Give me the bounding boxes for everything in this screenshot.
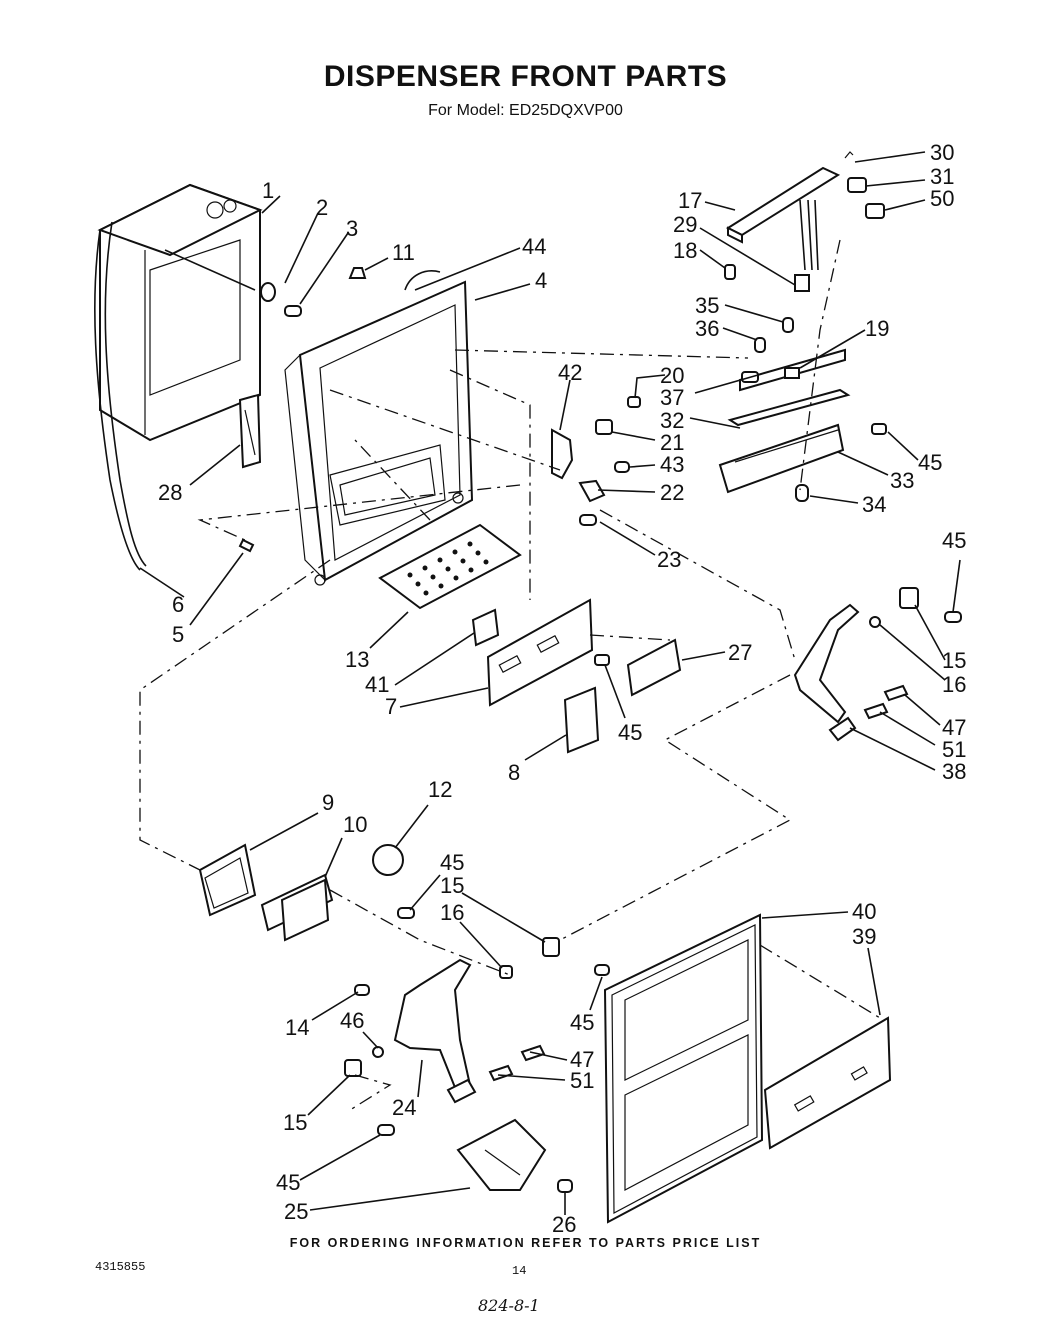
part-11-cap bbox=[348, 267, 367, 279]
callout-36: 36 bbox=[695, 316, 719, 341]
callout-9: 9 bbox=[322, 790, 334, 815]
callout-46: 46 bbox=[340, 1008, 364, 1033]
callout-41: 41 bbox=[365, 672, 389, 697]
callout-26: 26 bbox=[552, 1212, 576, 1237]
lower-left-assembly bbox=[198, 843, 415, 942]
callout-47b: 47 bbox=[570, 1047, 594, 1072]
callout-3: 3 bbox=[346, 216, 358, 241]
callout-23: 23 bbox=[657, 547, 681, 572]
callout-1: 1 bbox=[262, 178, 274, 203]
callout-11: 11 bbox=[392, 240, 415, 265]
callout-25: 25 bbox=[284, 1199, 308, 1224]
callout-24: 24 bbox=[392, 1095, 416, 1120]
callout-45: 45 bbox=[918, 450, 942, 475]
callout-14: 14 bbox=[285, 1015, 309, 1040]
callout-16: 16 bbox=[942, 672, 966, 697]
leader-lines bbox=[139, 151, 961, 1215]
callout-15: 15 bbox=[942, 648, 966, 673]
callout-18: 18 bbox=[673, 238, 697, 263]
screw-5 bbox=[238, 538, 255, 553]
ordering-note: FOR ORDERING INFORMATION REFER TO PARTS … bbox=[289, 1236, 762, 1250]
part-2-ring bbox=[260, 282, 276, 302]
callout-15b: 15 bbox=[440, 873, 464, 898]
control-panel bbox=[471, 598, 682, 754]
callout-32: 32 bbox=[660, 408, 684, 433]
callout-47: 47 bbox=[942, 715, 966, 740]
callout-51: 51 bbox=[942, 737, 966, 762]
callout-50: 50 bbox=[930, 186, 954, 211]
callout-38: 38 bbox=[942, 759, 966, 784]
callout-45d: 45 bbox=[440, 850, 464, 875]
top-right-assembly bbox=[718, 151, 887, 502]
callout-31: 31 bbox=[930, 164, 954, 189]
drip-tray bbox=[378, 523, 522, 610]
document-code: 4315855 bbox=[95, 1260, 146, 1274]
right-lever-assembly bbox=[793, 587, 962, 742]
callout-15c: 15 bbox=[283, 1110, 307, 1135]
callout-39: 39 bbox=[852, 924, 876, 949]
callout-2: 2 bbox=[316, 195, 328, 220]
callout-16b: 16 bbox=[440, 900, 464, 925]
assembly-lines bbox=[139, 239, 881, 1111]
callout-44: 44 bbox=[522, 234, 546, 259]
callout-22: 22 bbox=[660, 480, 684, 505]
callout-37: 37 bbox=[660, 385, 684, 410]
lower-lever-assembly bbox=[344, 937, 610, 1136]
page-number: 14 bbox=[512, 1264, 527, 1278]
callout-labels: 1 2 3 11 44 4 28 6 5 17 29 18 30 31 50 3… bbox=[158, 140, 966, 1237]
callout-43: 43 bbox=[660, 452, 684, 477]
callout-19: 19 bbox=[865, 316, 889, 341]
callout-40: 40 bbox=[852, 899, 876, 924]
callout-5: 5 bbox=[172, 622, 184, 647]
callout-45b: 45 bbox=[618, 720, 642, 745]
callout-34: 34 bbox=[862, 492, 886, 517]
foam-block bbox=[238, 393, 262, 469]
door-panel bbox=[603, 913, 892, 1224]
callout-20: 20 bbox=[660, 363, 684, 388]
dispenser-frame bbox=[284, 270, 474, 586]
callout-29: 29 bbox=[673, 212, 697, 237]
callout-45e: 45 bbox=[570, 1010, 594, 1035]
callout-7: 7 bbox=[385, 694, 397, 719]
callout-17: 17 bbox=[678, 188, 702, 213]
page-title: DISPENSER FRONT PARTS bbox=[323, 60, 728, 93]
callout-10: 10 bbox=[343, 812, 367, 837]
callout-13: 13 bbox=[345, 647, 369, 672]
callout-8: 8 bbox=[508, 760, 520, 785]
callout-30: 30 bbox=[930, 140, 954, 165]
dispenser-housing bbox=[94, 183, 263, 571]
callout-45f: 45 bbox=[276, 1170, 300, 1195]
model-subtitle: For Model: ED25DQXVP00 bbox=[428, 102, 623, 119]
callout-21: 21 bbox=[660, 430, 684, 455]
part-3-plug bbox=[284, 305, 302, 317]
callout-33: 33 bbox=[890, 468, 914, 493]
tray-25 bbox=[456, 1118, 573, 1193]
callout-27: 27 bbox=[728, 640, 752, 665]
callout-28: 28 bbox=[158, 480, 182, 505]
middle-small-parts bbox=[551, 396, 641, 526]
callout-12: 12 bbox=[428, 777, 452, 802]
callout-51b: 51 bbox=[570, 1068, 594, 1093]
callout-42: 42 bbox=[558, 360, 582, 385]
handwritten-note: 824-8-1 bbox=[478, 1296, 540, 1315]
callout-6: 6 bbox=[172, 592, 184, 617]
callout-35: 35 bbox=[695, 293, 719, 318]
callout-45c: 45 bbox=[942, 528, 966, 553]
callout-4: 4 bbox=[535, 268, 547, 293]
